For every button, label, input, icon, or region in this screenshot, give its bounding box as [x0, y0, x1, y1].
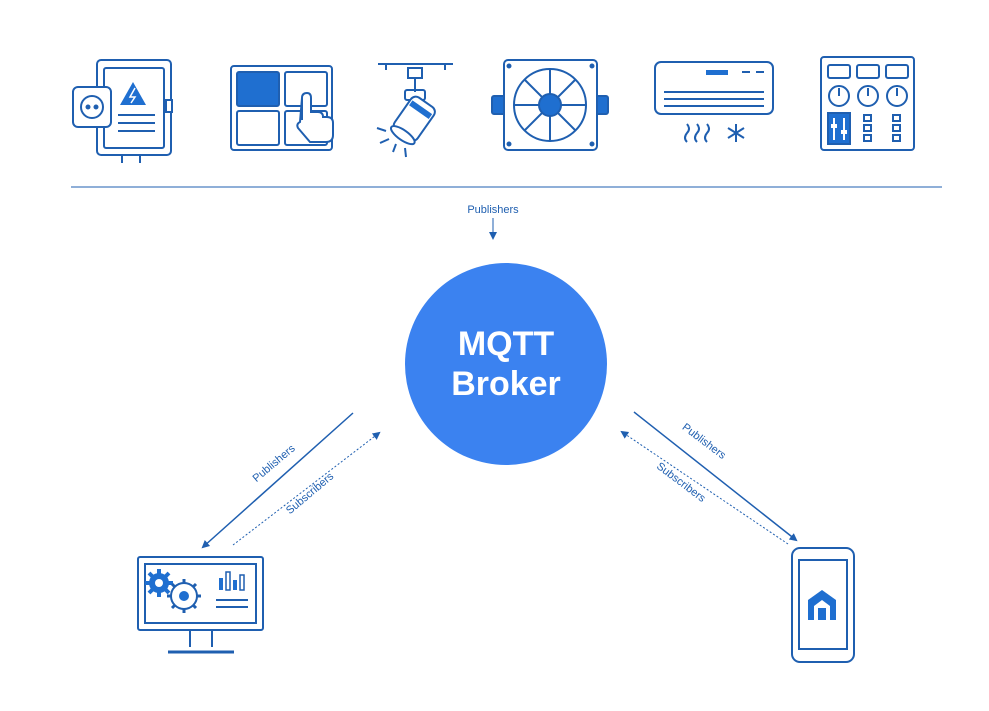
- broker-circle: [405, 263, 607, 465]
- left-publishers-arrow: [201, 412, 354, 549]
- right-subscribers-arrow: [620, 430, 789, 545]
- right-subscribers-label: Subscribers: [654, 460, 708, 505]
- mqtt-broker: MQTT Broker: [405, 263, 607, 465]
- right-publishers-label: Publishers: [680, 421, 729, 462]
- top-publishers-label: Publishers: [467, 204, 519, 216]
- left-subscribers-arrow: [232, 431, 381, 546]
- touch-control-panel-icon: [230, 65, 334, 151]
- desktop-dashboard-icon: [137, 556, 264, 654]
- air-conditioner-icon: [654, 61, 774, 143]
- spotlight-icon: [376, 63, 453, 158]
- right-publishers-arrow: [633, 411, 798, 542]
- ventilation-fan-icon: [491, 59, 609, 151]
- mobile-app-icon: [791, 547, 855, 663]
- control-dashboard-panel-icon: [820, 56, 915, 151]
- left-publishers-label: Publishers: [251, 442, 298, 485]
- broker-title-line1: MQTT: [458, 325, 555, 363]
- electric-meter-socket-icon: [72, 59, 173, 163]
- left-subscribers-label: Subscribers: [284, 470, 337, 517]
- broker-title-line2: Broker: [451, 365, 561, 403]
